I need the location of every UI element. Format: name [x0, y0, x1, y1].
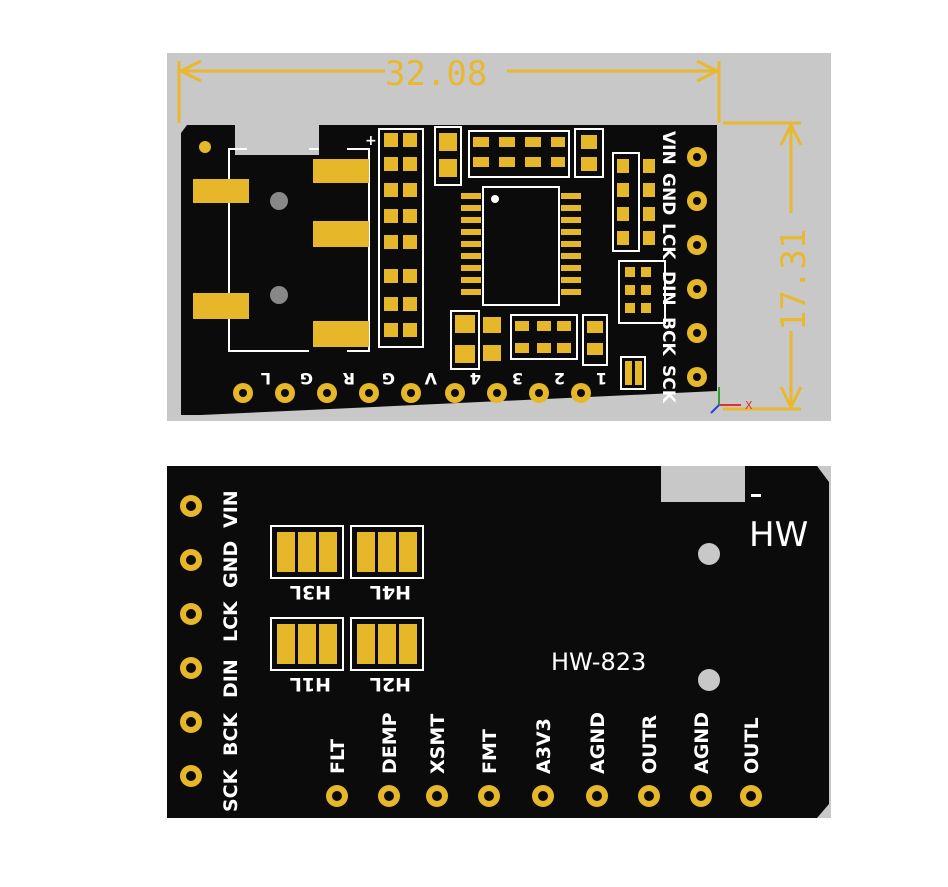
bottom-label-r: R	[343, 369, 355, 388]
jack-pad	[313, 321, 369, 347]
bottom-label-g2: G	[382, 369, 395, 388]
pin-label-bck: BCK	[220, 712, 242, 756]
back-board-notch	[661, 466, 745, 502]
pin-label-agnd-2: AGND	[691, 712, 713, 774]
upper-chips	[468, 130, 570, 178]
jumper-label-h3l: H3L	[290, 581, 331, 603]
pin-label-sck: SCK	[658, 365, 678, 404]
jumper-label-h4l: H4L	[370, 581, 411, 603]
pin-label-outl: OUTL	[741, 717, 763, 774]
jack-outline	[228, 148, 370, 352]
pin-label-sck: SCK	[220, 768, 242, 812]
pin-label-lck: LCK	[220, 600, 242, 642]
jack-pad	[193, 179, 249, 203]
back-left-pin-labels: SCK BCK DIN LCK GND VIN	[220, 490, 242, 812]
bottom-label-3: 3	[512, 369, 523, 388]
back-bottom-header	[326, 785, 762, 807]
axis-triad-icon	[710, 387, 741, 414]
capacitor-pad	[439, 159, 457, 177]
front-right-header	[687, 147, 707, 387]
pin-label-bck: BCK	[658, 317, 678, 356]
axis-x-label: X	[745, 399, 753, 412]
bottom-label-1: 1	[596, 369, 607, 388]
brand-logo: HW	[749, 515, 808, 555]
lower-chips	[450, 310, 608, 370]
bottom-label-4: 4	[470, 369, 481, 388]
pin-label-vin: VIN	[658, 131, 678, 165]
mounting-hole	[698, 543, 720, 565]
front-bottom-header	[233, 383, 591, 403]
back-view-panel: HW HW-823 H3L H4L H1L H2L SCK BCK DIN LC…	[167, 466, 831, 818]
model-label: HW-823	[551, 648, 646, 676]
resistor-pad	[581, 157, 597, 171]
bottom-label-g1: G	[300, 369, 313, 388]
bottom-label-l: L	[261, 369, 271, 388]
plus-mark: +	[365, 133, 377, 149]
capacitor-pad	[439, 133, 457, 151]
fiducial-marker	[199, 141, 211, 153]
front-bottom-labels: L G R G V 4 3 2 1	[261, 369, 607, 388]
passive-column	[378, 128, 424, 348]
pin-label-din: DIN	[658, 271, 678, 306]
jack-pad	[313, 221, 369, 247]
width-dimension-label: 32.08	[385, 54, 487, 94]
pin-label-flt: FLT	[327, 739, 349, 774]
back-bottom-pin-labels: FLT DEMP XSMT FMT A3V3 AGND OUTR AGND OU…	[327, 712, 763, 774]
pin-label-fmt: FMT	[479, 729, 501, 774]
height-dimension-label: 17.31	[774, 229, 814, 331]
pin-label-demp: DEMP	[379, 712, 401, 774]
front-view-drawing: +	[177, 54, 814, 415]
mounting-hole	[270, 286, 288, 304]
pin-label-lck: LCK	[658, 223, 678, 260]
pin-label-xsmt: XSMT	[427, 714, 449, 774]
pin-label-gnd: GND	[658, 173, 678, 215]
pin-label-din: DIN	[220, 659, 242, 698]
pin-label-a3v3: A3V3	[533, 718, 555, 774]
mounting-hole	[270, 192, 288, 210]
back-left-header	[180, 495, 202, 787]
pin-label-agnd: AGND	[587, 712, 609, 774]
main-ic	[461, 186, 581, 306]
pin-label-vin: VIN	[220, 490, 242, 528]
front-board-notch	[235, 125, 319, 155]
right-resistor-array	[612, 152, 666, 390]
bottom-label-2: 2	[554, 369, 565, 388]
jumper-labels: H3L H4L H1L H2L	[290, 581, 411, 695]
resistor-outline	[574, 128, 604, 178]
jack-pad	[313, 159, 369, 183]
capacitor-outline	[434, 126, 462, 186]
pin-label-outr: OUTR	[639, 714, 661, 774]
bottom-label-v: V	[424, 369, 437, 388]
notch-mark	[751, 494, 761, 497]
jumper-label-h1l: H1L	[290, 673, 331, 695]
resistor-pad	[581, 135, 597, 149]
front-right-pin-labels: VIN GND LCK DIN BCK SCK	[658, 131, 678, 404]
front-view-panel: +	[167, 53, 831, 421]
jack-pad	[193, 293, 249, 319]
solder-jumpers	[270, 525, 424, 671]
height-dimension-line	[723, 121, 803, 411]
width-dimension-line	[177, 59, 721, 123]
mounting-hole	[698, 669, 720, 691]
jumper-label-h2l: H2L	[370, 673, 411, 695]
pin-label-gnd: GND	[220, 541, 242, 588]
back-view-drawing: HW HW-823 H3L H4L H1L H2L SCK BCK DIN LC…	[167, 466, 829, 818]
